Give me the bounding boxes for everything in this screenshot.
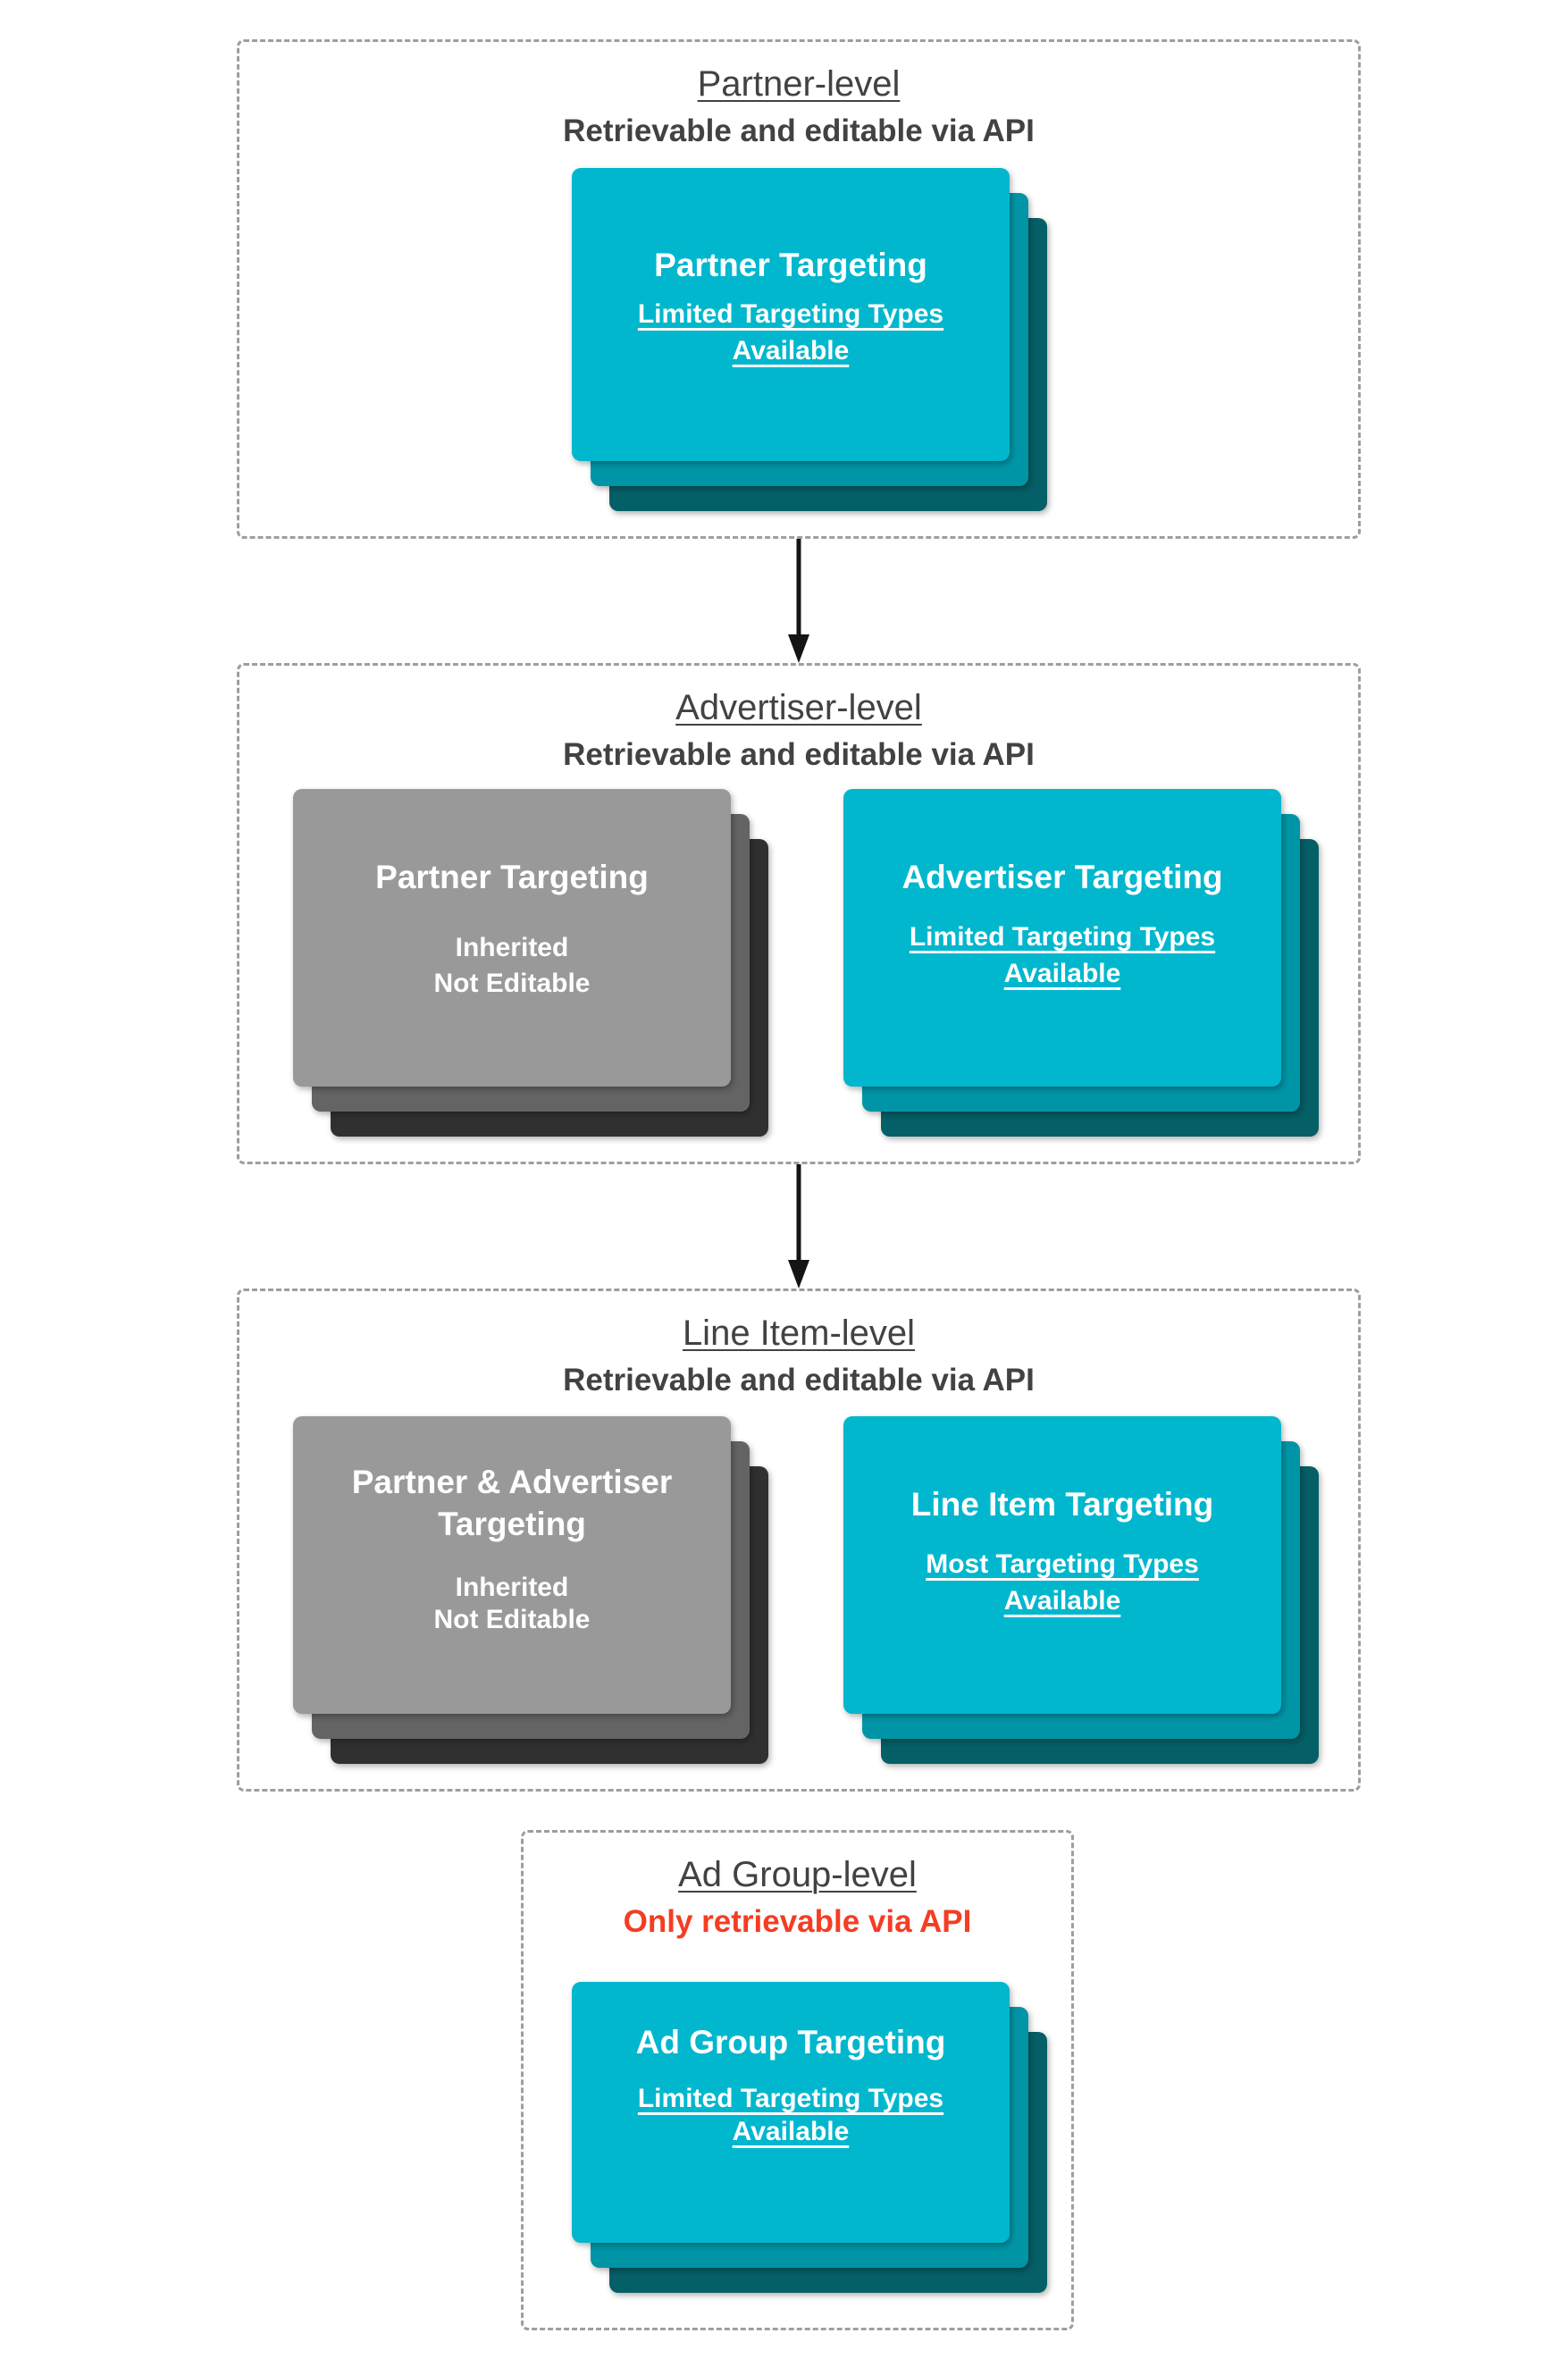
ad-group-level-section: Ad Group-level Only retrievable via API … [521, 1830, 1074, 2330]
advertiser-level-section: Advertiser-level Retrievable and editabl… [237, 663, 1361, 1164]
flow-arrow-advertiser-to-lineitem [788, 1164, 809, 1288]
section-title-text: Ad Group-level [678, 1855, 917, 1894]
ad-group-targeting-card: Ad Group Targeting Limited Targeting Typ… [572, 1982, 1010, 2243]
card-heading: Ad Group Targeting [635, 2024, 946, 2061]
section-title-text: Advertiser-level [675, 688, 922, 727]
card-subtext: Most Targeting Types Available [926, 1549, 1199, 1616]
partner-targeting-inherited-card: Partner Targeting Inherited Not Editable [293, 789, 731, 1087]
section-title: Advertiser-level [239, 685, 1358, 730]
card-heading: Partner & Advertiser Targeting [351, 1464, 673, 1542]
section-subtitle: Retrievable and editable via API [563, 113, 1035, 148]
section-title-text: Line Item-level [682, 1314, 916, 1353]
arrow-head-icon [788, 1260, 809, 1288]
section-title: Line Item-level [239, 1311, 1358, 1356]
card-subtext: Limited Targeting Types Available [637, 2084, 944, 2146]
card-heading: Partner Targeting [654, 247, 927, 283]
card-heading: Line Item Targeting [910, 1486, 1214, 1523]
card-subtext: Inherited Not Editable [433, 1573, 591, 1634]
section-subtitle: Retrievable and editable via API [563, 737, 1035, 772]
section-title-text: Partner-level [697, 64, 901, 104]
advertiser-targeting-card: Advertiser Targeting Limited Targeting T… [843, 789, 1281, 1087]
partner-targeting-card: Partner Targeting Limited Targeting Type… [572, 168, 1010, 461]
section-title: Ad Group-level [524, 1852, 1071, 1897]
card-subtext: Limited Targeting Types Available [909, 922, 1216, 988]
card-subtext: Inherited Not Editable [433, 933, 591, 998]
partner-level-section: Partner-level Retrievable and editable v… [237, 39, 1361, 539]
card-heading: Partner Targeting [375, 859, 649, 895]
section-subtitle: Retrievable and editable via API [563, 1363, 1035, 1398]
section-subtitle-alert: Only retrievable via API [623, 1904, 972, 1939]
arrow-head-icon [788, 634, 809, 663]
arrow-shaft [796, 1164, 801, 1265]
arrow-shaft [796, 539, 801, 640]
section-title: Partner-level [239, 62, 1358, 106]
line-item-targeting-card: Line Item Targeting Most Targeting Types… [843, 1416, 1281, 1714]
card-subtext: Limited Targeting Types Available [637, 299, 944, 365]
line-item-level-section: Line Item-level Retrievable and editable… [237, 1288, 1361, 1792]
flow-arrow-partner-to-advertiser [788, 539, 809, 663]
card-heading: Advertiser Targeting [901, 859, 1223, 895]
partner-advertiser-targeting-inherited-card: Partner & Advertiser Targeting Inherited… [293, 1416, 731, 1714]
